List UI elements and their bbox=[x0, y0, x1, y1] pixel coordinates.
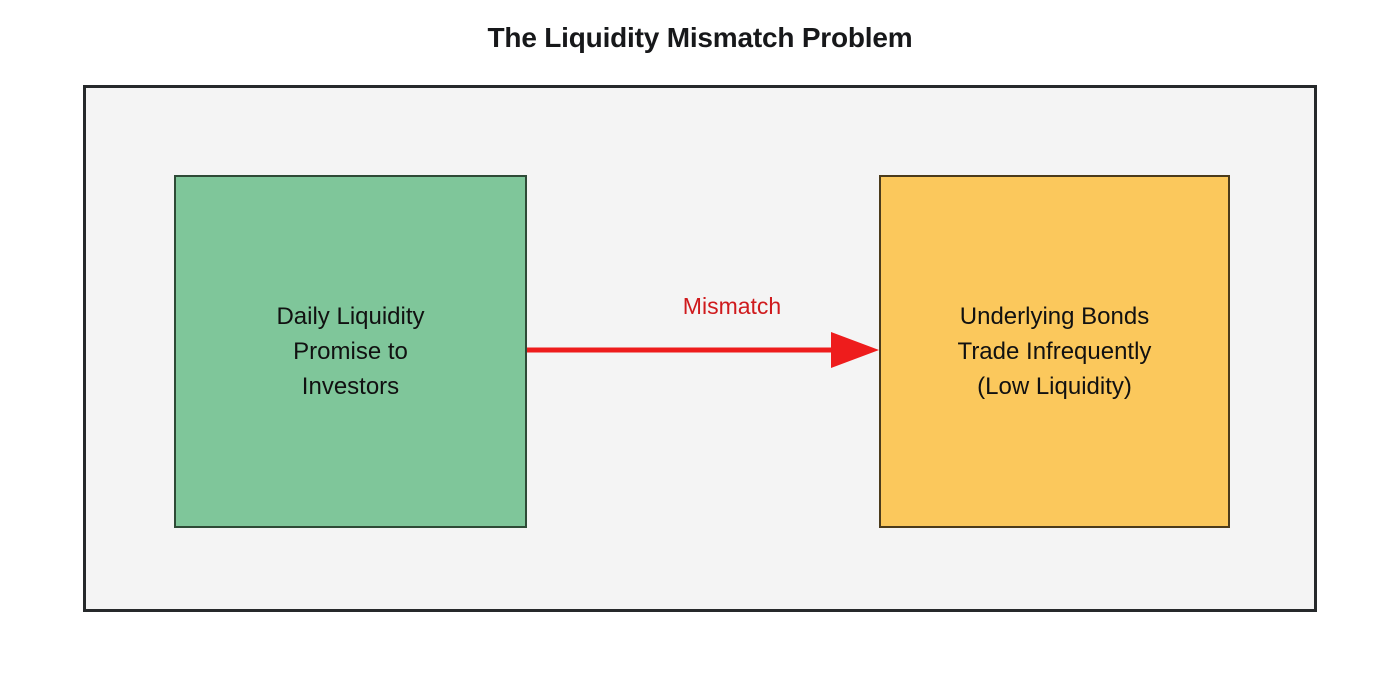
node-underlying-bonds[interactable]: Underlying Bonds Trade Infrequently (Low… bbox=[879, 175, 1230, 528]
node-underlying-bonds-label: Underlying Bonds Trade Infrequently (Low… bbox=[957, 303, 1152, 400]
edge-label-mismatch: Mismatch bbox=[682, 293, 782, 319]
node-liquidity-promise-label: Daily Liquidity Promise to Investors bbox=[276, 303, 425, 400]
diagram-canvas: Daily Liquidity Promise to Investors Und… bbox=[83, 85, 1317, 612]
arrowhead-icon bbox=[831, 332, 879, 368]
node-liquidity-promise[interactable]: Daily Liquidity Promise to Investors bbox=[174, 175, 527, 528]
page-title: The Liquidity Mismatch Problem bbox=[487, 22, 913, 53]
